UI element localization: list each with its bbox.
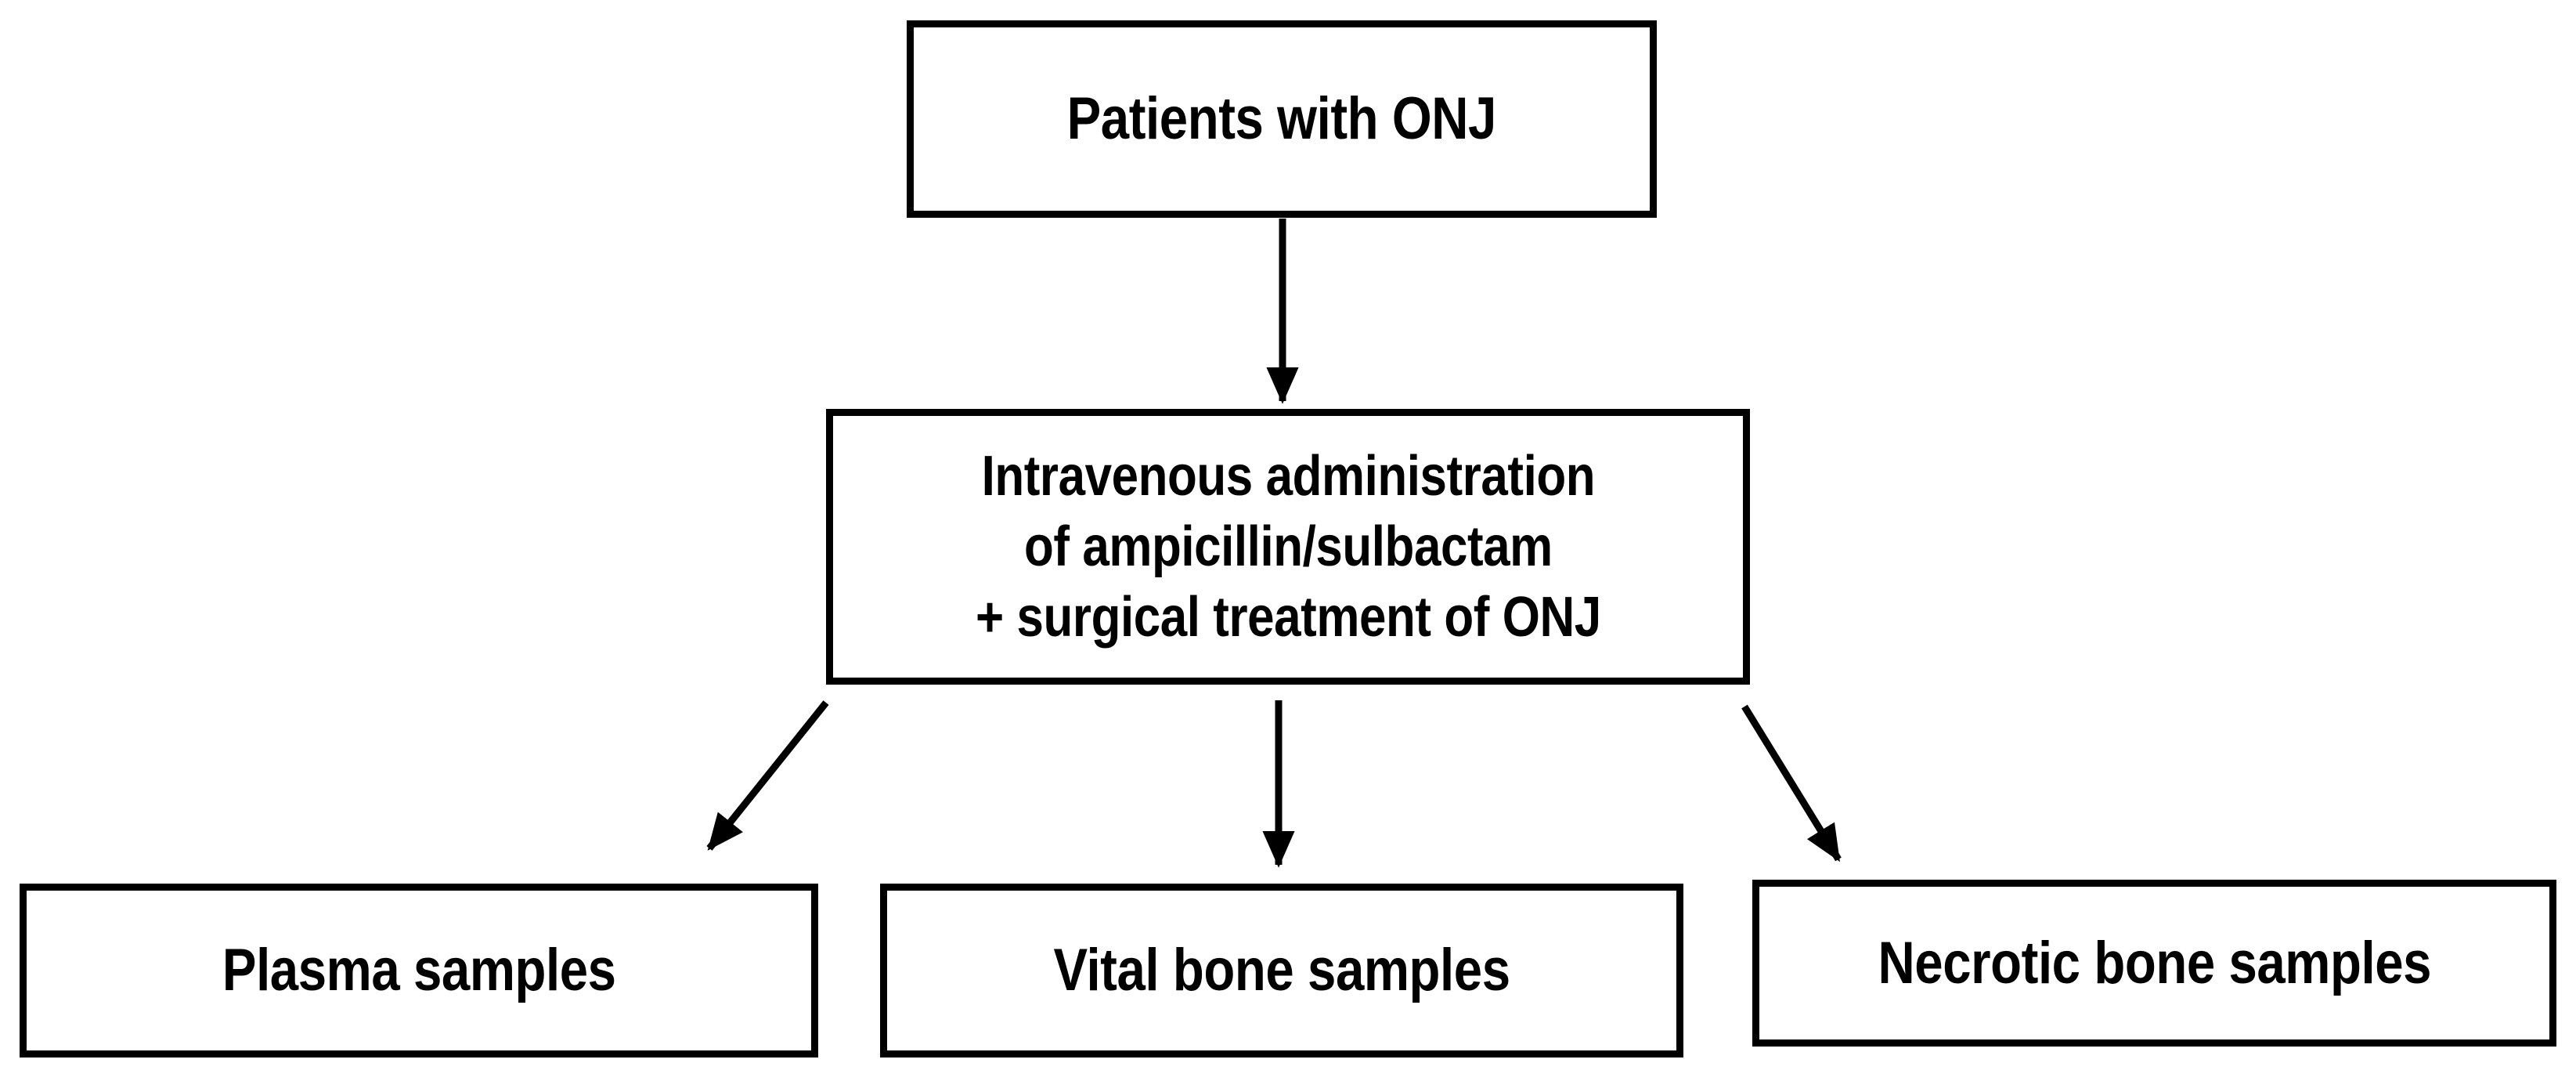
node-necrotic-bone-samples-label: Necrotic bone samples (1878, 929, 2431, 996)
node-plasma-samples-label: Plasma samples (222, 937, 616, 1004)
node-vital-bone-samples[interactable]: Vital bone samples (880, 884, 1683, 1058)
node-plasma-samples[interactable]: Plasma samples (20, 884, 818, 1058)
node-treatment-label: Intravenous administration of ampicillin… (975, 445, 1601, 649)
edge-treatment-to-necrotic (1741, 704, 1842, 862)
node-patients-with-onj-label: Patients with ONJ (1066, 85, 1497, 153)
edge-treatment-to-plasma (706, 700, 829, 851)
node-necrotic-bone-samples[interactable]: Necrotic bone samples (1752, 880, 2556, 1047)
node-vital-bone-samples-label: Vital bone samples (1053, 937, 1510, 1004)
node-patients-with-onj[interactable]: Patients with ONJ (907, 20, 1657, 218)
node-treatment[interactable]: Intravenous administration of ampicillin… (826, 409, 1750, 685)
